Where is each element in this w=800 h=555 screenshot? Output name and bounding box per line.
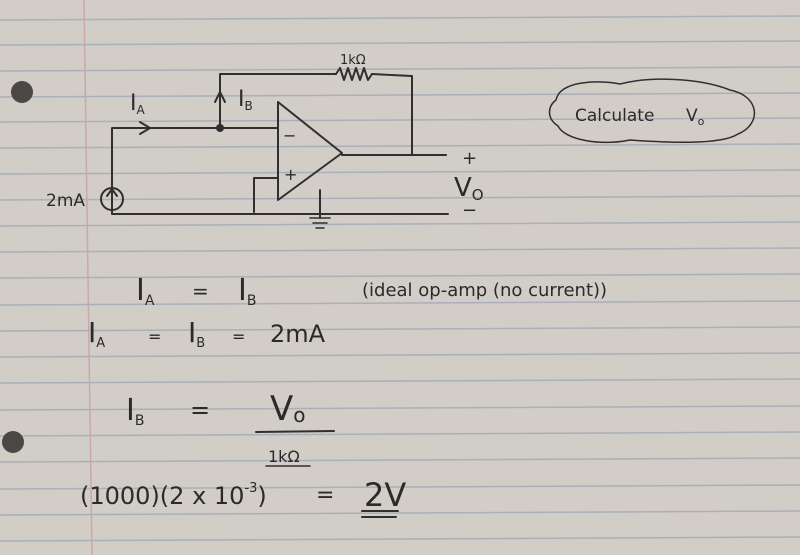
feedback-wire bbox=[219, 73, 337, 129]
task-cloud bbox=[548, 78, 755, 144]
source-label: 2mA bbox=[46, 191, 85, 211]
current-source-icon bbox=[100, 187, 124, 211]
op-amp-triangle bbox=[277, 101, 343, 201]
noninverting-sign: + bbox=[284, 165, 297, 184]
margin-line bbox=[83, 0, 93, 555]
inverting-sign: − bbox=[283, 126, 296, 145]
work-line4-eq: = bbox=[316, 483, 334, 508]
resistor-label: 1kΩ bbox=[340, 53, 366, 68]
vo-minus-sign: − bbox=[462, 200, 477, 221]
junction-dot bbox=[216, 124, 224, 132]
work-line3-denominator: 1kΩ bbox=[268, 447, 300, 466]
work-line1-right: IB bbox=[238, 273, 256, 309]
binder-hole-top bbox=[11, 81, 33, 103]
current-b-arrow bbox=[214, 91, 226, 103]
task-variable: Vo bbox=[686, 106, 705, 128]
work-line3-eq: = bbox=[190, 396, 210, 424]
feedback-wire-right bbox=[371, 73, 413, 156]
work-line1-left: IA bbox=[136, 273, 155, 309]
current-a-arrow bbox=[139, 121, 151, 135]
current-source-arrowhead bbox=[106, 188, 118, 197]
current-b-label: IB bbox=[238, 87, 253, 113]
work-line3-left: IB bbox=[126, 393, 144, 429]
vo-label: VO bbox=[454, 173, 484, 204]
ideal-opamp-note: (ideal op-amp (no current)) bbox=[362, 280, 607, 301]
work-line1-eq: = bbox=[192, 279, 209, 303]
ruled-lines bbox=[0, 15, 800, 542]
binder-hole-bottom bbox=[2, 431, 24, 453]
work-line2-a: IA bbox=[88, 316, 105, 351]
fraction-bar bbox=[255, 430, 335, 433]
work-line3-numerator: Vo bbox=[270, 389, 306, 429]
answer-value: 2V bbox=[364, 476, 406, 514]
op-amp-circuit bbox=[100, 67, 449, 229]
work-line2-value: 2mA bbox=[270, 320, 326, 348]
task-note: Calculate bbox=[575, 106, 654, 126]
work-line2-b: IB bbox=[188, 316, 205, 351]
work-line2-eq2: = bbox=[232, 327, 245, 346]
current-a-label: IA bbox=[130, 91, 146, 117]
noninv-wire bbox=[253, 177, 279, 213]
resistor-1k bbox=[335, 67, 373, 81]
work-line4-expr: (1000)(2 x 10-3) bbox=[80, 481, 267, 510]
vo-plus-sign: + bbox=[462, 148, 477, 169]
work-line2-eq1: = bbox=[148, 327, 161, 346]
